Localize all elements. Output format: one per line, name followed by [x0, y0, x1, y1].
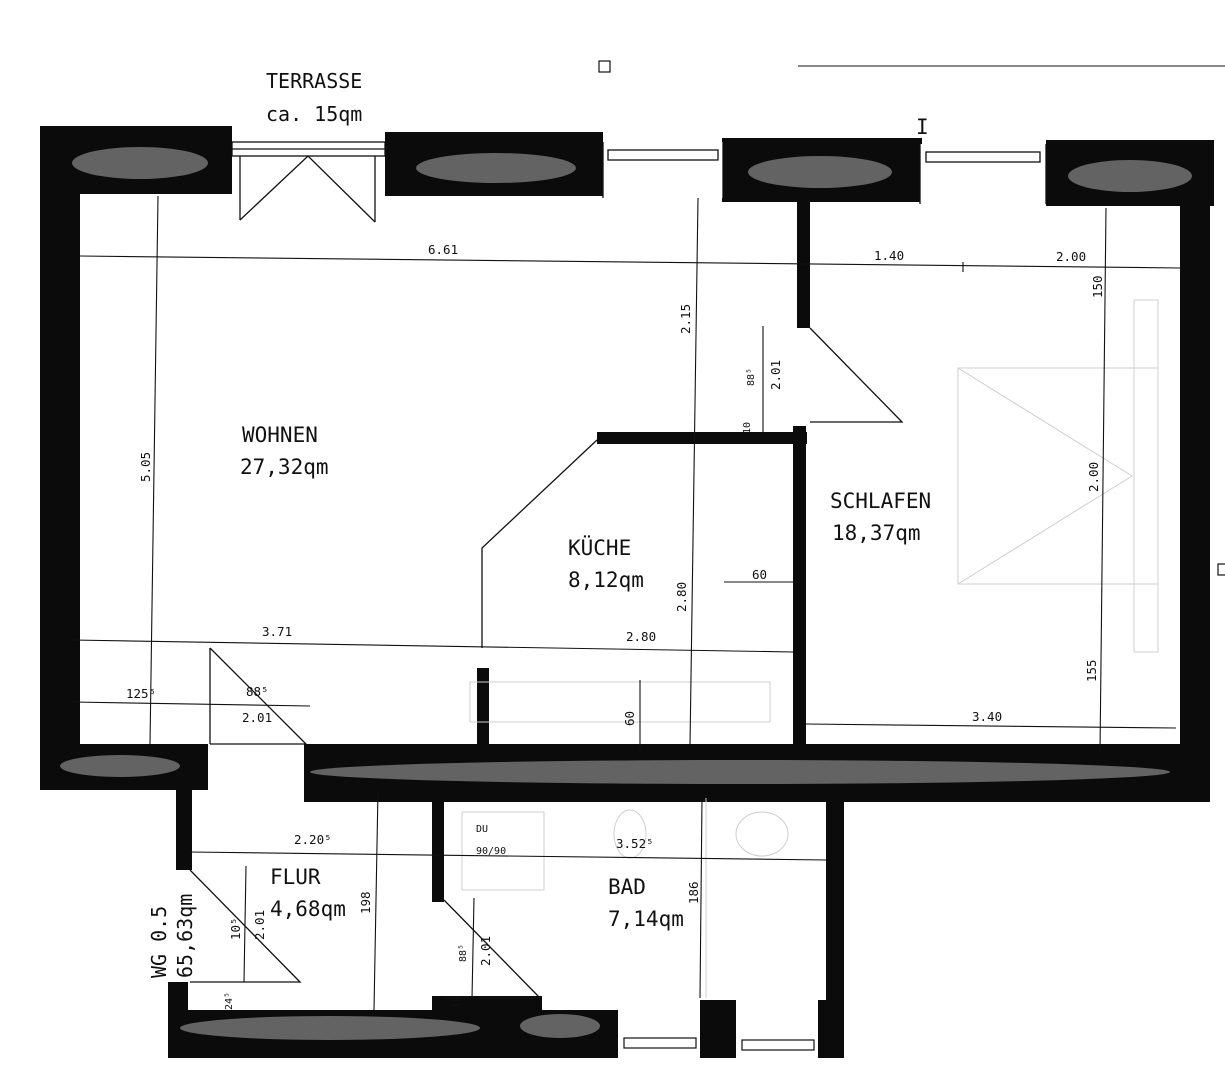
room-name-bad: BAD	[608, 875, 646, 899]
unit-name: WG 0.5	[147, 906, 171, 978]
window	[623, 1037, 697, 1049]
dim-kitchen-height-upper: 2.15	[678, 304, 693, 334]
unit-area: 65,63qm	[173, 894, 197, 978]
room-name-wohnen: WOHNEN	[242, 423, 318, 447]
bed-pillow	[957, 367, 1133, 585]
wall-texture	[60, 755, 180, 777]
terrace-area: ca. 15qm	[266, 102, 362, 126]
dim-bad-height: 186	[686, 881, 701, 904]
wall-texture	[748, 156, 892, 188]
furniture-faint	[461, 299, 1159, 998]
terrace-name: TERRASSE	[266, 69, 362, 93]
dim-kitchen-width: 2.80	[626, 629, 656, 644]
dim-sill: 10	[742, 422, 753, 434]
dim-flur-small: 24⁵	[224, 992, 235, 1010]
wall-bad-right	[826, 796, 844, 1058]
kitchen-opening	[481, 439, 598, 648]
wall-bad-flur	[432, 790, 444, 902]
flur-door-swing	[189, 869, 302, 983]
dim-flur-width: 2.20⁵	[294, 832, 332, 847]
room-area-bad: 7,14qm	[608, 907, 684, 931]
wall-kitchen-top	[597, 432, 807, 444]
wall-texture	[72, 147, 208, 179]
room-name-schlafen: SCHLAFEN	[830, 489, 931, 513]
dim-bad-door-width: 88⁵	[458, 944, 469, 962]
dim-door-width: 88⁵	[746, 368, 757, 386]
doors	[209, 327, 904, 745]
room-name-kueche: KÜCHE	[568, 535, 631, 560]
entry-door-swing	[209, 647, 308, 745]
dim-entry-door-height: 2.01	[242, 710, 272, 725]
dim-kitchen-counter-2: 60	[622, 711, 637, 726]
wall-left	[40, 126, 80, 790]
wall-schlafen-lower	[793, 426, 806, 748]
wall-flur-left	[176, 788, 192, 870]
room-area-flur: 4,68qm	[270, 897, 346, 921]
shower-size: 90/90	[476, 846, 506, 857]
lower-doors	[189, 869, 542, 999]
schlafen-door-swing	[809, 327, 904, 423]
dim-schlafen-bottom: 155	[1084, 659, 1099, 682]
wall-texture	[310, 760, 1170, 784]
bad-door-swing	[443, 899, 542, 999]
dim-wohnen-lower: 3.71	[262, 624, 292, 639]
dim-bed-length: 2.00	[1086, 462, 1101, 492]
wall-bad-sill	[432, 996, 542, 1010]
wall-texture	[520, 1014, 600, 1038]
wall-right	[1180, 140, 1210, 802]
room-area-wohnen: 27,32qm	[240, 455, 329, 479]
room-area-kueche: 8,12qm	[568, 568, 644, 592]
terrace-door-swing	[239, 155, 376, 223]
dim-flur-door-width: 10⁵	[228, 917, 243, 940]
dim-schlafen-width: 3.40	[972, 709, 1002, 724]
toilet-outline	[735, 811, 789, 857]
dim-schlafen-part1: 1.40	[874, 248, 904, 263]
bed-outline	[957, 367, 1159, 585]
wall-texture	[1068, 160, 1192, 192]
dim-flur-height: 198	[358, 891, 373, 914]
room-area-schlafen: 18,37qm	[832, 521, 921, 545]
selection-handle	[598, 60, 611, 73]
dim-schlafen-part2: 2.00	[1056, 249, 1086, 264]
shower-outline	[461, 811, 545, 891]
room-name-flur: FLUR	[270, 865, 321, 889]
wall-bottom-pier	[700, 1000, 736, 1058]
dim-schlafen-top: 150	[1090, 275, 1105, 298]
dim-door-height: 2.01	[768, 360, 783, 390]
dim-entry-left: 125⁵	[126, 686, 156, 701]
dim-bad-sill: 10	[452, 996, 463, 1008]
dim-kitchen-height: 2.80	[674, 582, 689, 612]
dim-wohnen-height: 5.05	[138, 452, 153, 482]
dim-flur-door-height: 2.01	[252, 910, 267, 940]
dimension-lines	[71, 60, 1225, 1011]
reference-mark: I	[916, 115, 929, 139]
exterior-walls	[40, 126, 1214, 802]
windows	[231, 141, 1047, 223]
wall-texture	[180, 1016, 480, 1040]
window	[741, 1039, 815, 1051]
dim-kitchen-counter: 60	[752, 567, 767, 582]
dim-bad-width: 3.52⁵	[616, 836, 654, 851]
dim-wohnen-width: 6.61	[428, 242, 458, 257]
interior-walls	[477, 200, 810, 748]
wall-kitchen-stub	[477, 668, 489, 748]
shower-label: DU	[476, 824, 488, 835]
labels: TERRASSE ca. 15qm WOHNEN 27,32qm KÜCHE 8…	[126, 69, 1105, 1010]
selection-handle	[1217, 563, 1225, 576]
wall-texture	[416, 153, 576, 183]
dim-bad-door-height: 2.01	[478, 936, 493, 966]
dim-entry-door-width: 88⁵	[246, 684, 269, 699]
lower-walls	[168, 788, 844, 1058]
